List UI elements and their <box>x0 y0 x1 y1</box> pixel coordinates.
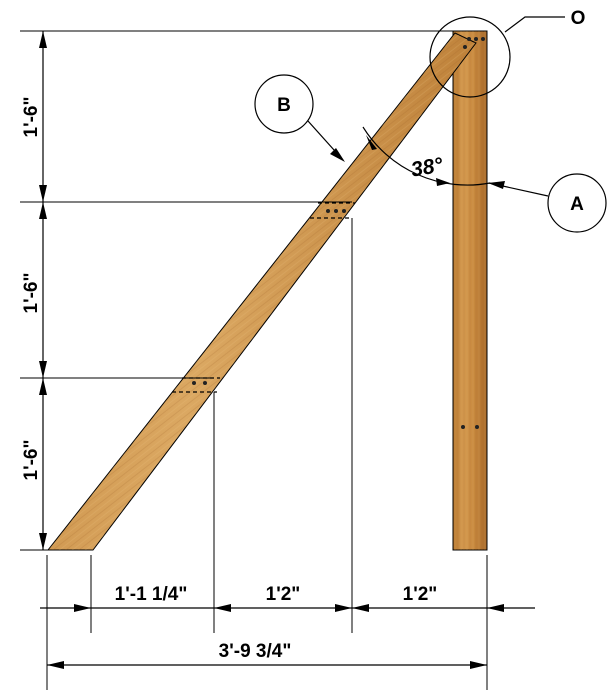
notch-lines <box>172 202 355 393</box>
angle-marker <box>362 126 491 186</box>
callout-o-label: O <box>571 8 586 29</box>
vertical-dim-top: 1'-6" <box>21 97 42 138</box>
vertical-dimension-lines <box>20 30 456 551</box>
horizontal-dim-right: 1'2" <box>403 584 438 605</box>
callout-a-label: A <box>570 194 584 215</box>
callout-a <box>488 173 607 233</box>
vertical-dim-middle: 1'-6" <box>21 273 42 314</box>
total-dim: 3'-9 3/4" <box>219 641 292 662</box>
vertical-post <box>452 30 488 551</box>
callout-o <box>429 16 565 98</box>
callout-b <box>254 74 345 162</box>
horizontal-dim-left: 1'-1 1/4" <box>115 584 188 605</box>
horizontal-dim-middle: 1'2" <box>266 584 301 605</box>
diagonal-brace <box>46 32 477 551</box>
horizontal-dimension-lines <box>40 218 535 690</box>
callout-b-label: B <box>277 95 291 116</box>
angle-label: 38° <box>409 153 445 181</box>
vertical-dim-bottom: 1'-6" <box>21 440 42 481</box>
bolt-dots <box>192 37 485 429</box>
